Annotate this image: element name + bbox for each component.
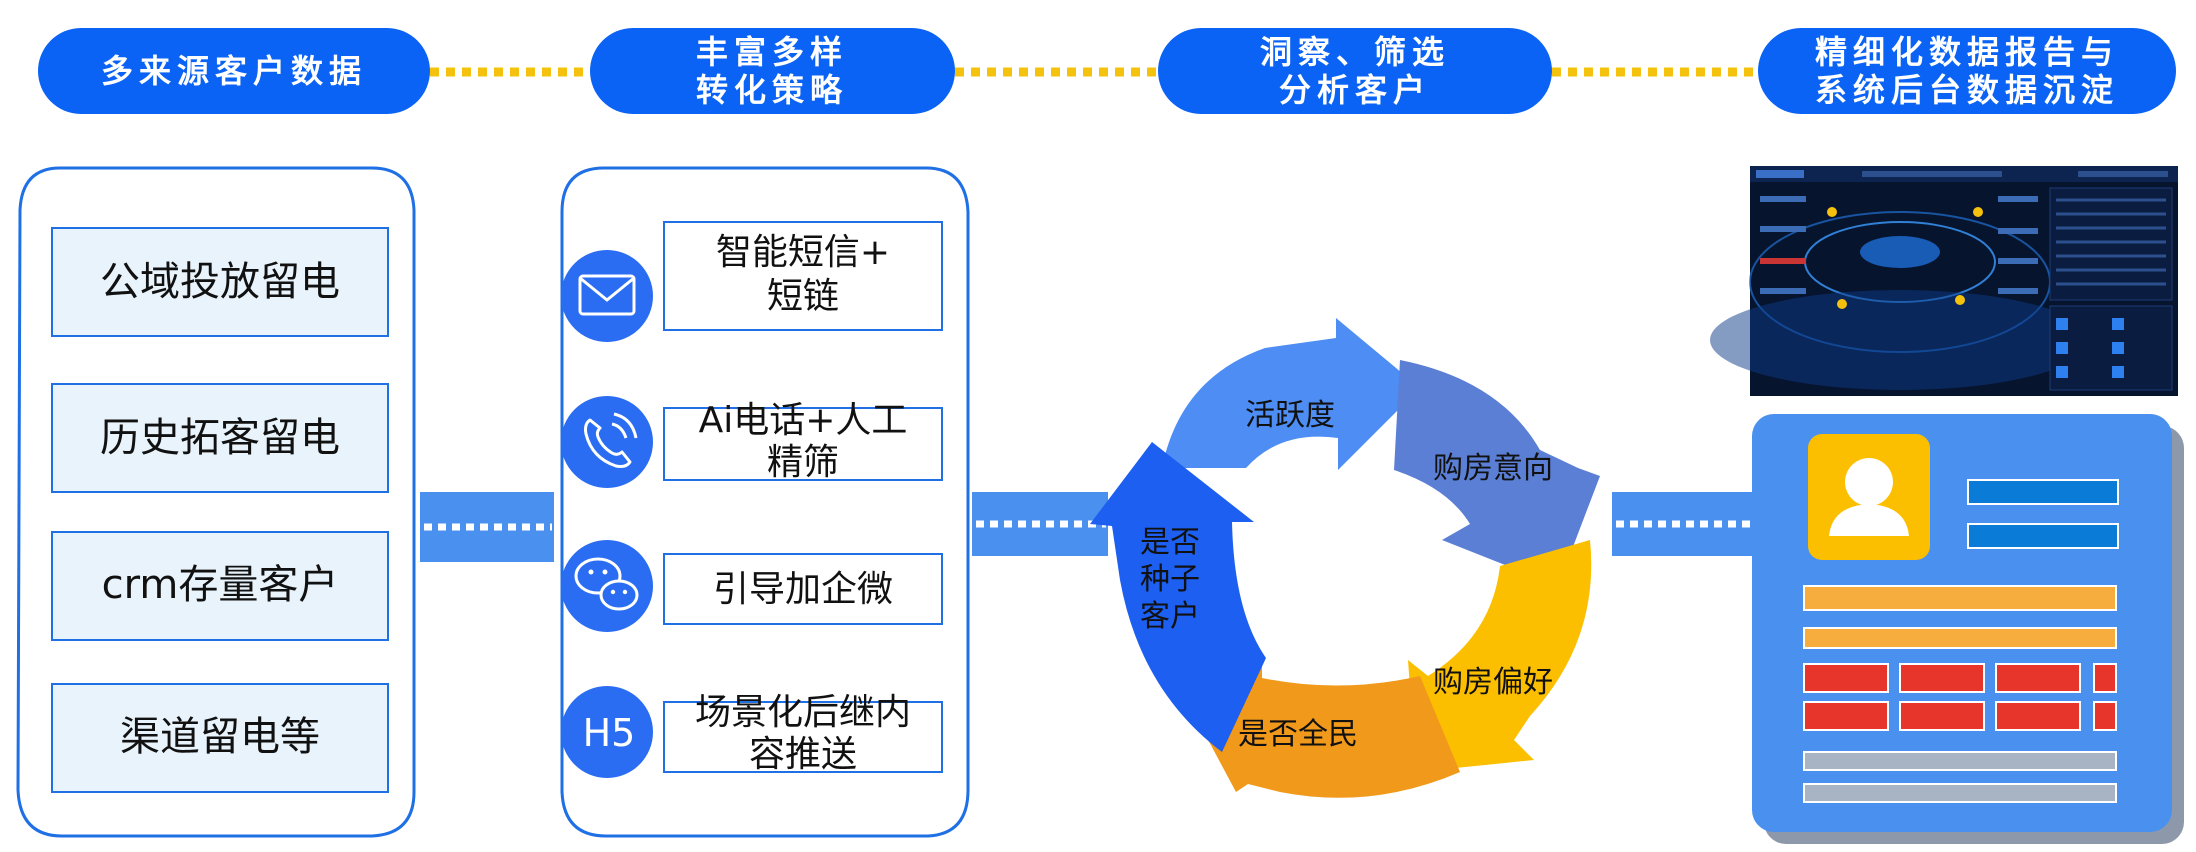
svg-text:活跃度: 活跃度 [1245, 398, 1335, 433]
svg-text:是否: 是否 [1140, 525, 1200, 560]
cycle-arrow-3 [1408, 540, 1592, 772]
strategy-icon-circle-2 [561, 396, 653, 488]
source-item-3-label: crm存量客户 [102, 562, 339, 608]
cycle-label-2: 购房意向 [1433, 451, 1553, 486]
source-item-2-label: 历史拓客留电 [100, 415, 340, 461]
wechat-icon [574, 557, 639, 611]
strategy-item-2: Ai电话+人工 精筛 [561, 396, 943, 488]
source-item-1: 公域投放留电 [51, 227, 389, 337]
header-step-3: 洞察、筛选 分析客户 [1158, 28, 1552, 114]
svg-text:智能短信+: 智能短信+ [716, 232, 890, 273]
cycle-label-4: 是否全民 [1238, 717, 1358, 752]
phone-icon [584, 412, 638, 468]
strategy-item-4: H5 场景化后继内 容推送 [561, 686, 943, 778]
flow-connector-2 [972, 492, 1108, 556]
svg-text:是否全民: 是否全民 [1238, 717, 1358, 752]
svg-text:种子: 种子 [1140, 562, 1200, 597]
strategy-item-3-line-1: 引导加企微 [713, 569, 893, 610]
h5-badge: H5 [583, 711, 636, 755]
strategy-item-4-line-2: 容推送 [749, 734, 857, 775]
svg-text:短链: 短链 [767, 276, 839, 317]
source-item-1-label: 公域投放留电 [100, 259, 340, 305]
strategy-icon-circle-1 [561, 250, 653, 342]
header-step-1-line-1: 多来源客户数据 [101, 52, 367, 90]
cycle-arrow-2 [1394, 360, 1600, 586]
strategy-item-1: 智能短信+ 短链 [561, 221, 943, 342]
svg-text:渠道留电等: 渠道留电等 [120, 714, 320, 760]
cycle-label-5-line-1: 是否 [1140, 525, 1200, 560]
avatar [1808, 434, 1930, 560]
strategy-item-1-line-1: 智能短信+ [716, 232, 890, 273]
svg-text:分析客户: 分析客户 [1279, 71, 1431, 109]
source-item-3: crm存量客户 [51, 531, 389, 641]
strategy-item-2-line-1: Ai电话+人工 [699, 400, 908, 441]
cycle-arrow-1 [1162, 318, 1420, 470]
strategies-panel: 智能短信+ 短链 Ai电话+人工 精筛 [560, 166, 970, 838]
sources-panel: 公域投放留电 历史拓客留电 crm存量客户 渠道留电等 [16, 166, 416, 838]
flow-connector-1 [420, 492, 554, 562]
cycle-label-1: 活跃度 [1245, 398, 1335, 433]
svg-text:系统后台数据沉淀: 系统后台数据沉淀 [1815, 71, 2119, 109]
svg-text:转化策略: 转化策略 [696, 71, 848, 109]
header-step-4: 精细化数据报告与 系统后台数据沉淀 [1758, 28, 2176, 114]
svg-text:客户: 客户 [1140, 599, 1200, 634]
cycle-arrow-4 [1190, 652, 1460, 798]
source-item-4-label: 渠道留电等 [120, 714, 320, 760]
header-step-1: 多来源客户数据 [38, 28, 430, 114]
strategy-icon-circle-4 [561, 686, 653, 778]
svg-text:购房意向: 购房意向 [1433, 451, 1553, 486]
svg-text:多来源客户数据: 多来源客户数据 [101, 52, 367, 90]
envelope-icon [578, 274, 636, 316]
header-step-2-line-2: 转化策略 [696, 71, 848, 109]
header-step-2: 丰富多样 转化策略 [590, 28, 955, 114]
cycle-label-5-line-3: 客户 [1140, 599, 1200, 634]
svg-text:crm存量客户: crm存量客户 [102, 562, 339, 608]
svg-text:精细化数据报告与: 精细化数据报告与 [1815, 33, 2119, 71]
header-step-2-line-1: 丰富多样 [696, 33, 848, 71]
dashboard-screenshot [1710, 166, 2178, 396]
header-row: 多来源客户数据 丰富多样 转化策略 洞察、筛选 分析客户 精细化数据报告与 [38, 28, 2176, 114]
svg-text:引导加企微: 引导加企微 [713, 569, 893, 610]
header-step-4-line-1: 精细化数据报告与 [1815, 33, 2119, 71]
header-step-3-line-2: 分析客户 [1279, 71, 1431, 109]
report-card [1752, 414, 2184, 844]
svg-text:Ai电话+人工: Ai电话+人工 [699, 400, 908, 441]
svg-text:洞察、筛选: 洞察、筛选 [1260, 33, 1450, 71]
strategy-item-1-line-2: 短链 [767, 276, 839, 317]
svg-text:容推送: 容推送 [749, 734, 857, 775]
cycle-label-5-line-2: 种子 [1140, 562, 1200, 597]
strategy-item-3: 引导加企微 [561, 540, 943, 632]
svg-text:场景化后继内: 场景化后继内 [695, 692, 911, 733]
svg-text:丰富多样: 丰富多样 [696, 33, 848, 71]
header-step-3-line-1: 洞察、筛选 [1260, 33, 1450, 71]
cycle-diagram: 活跃度 购房意向 购房偏好 是否全民 是否 种子 客户 [1090, 318, 1600, 798]
source-item-2: 历史拓客留电 [51, 383, 389, 493]
strategy-item-2-line-2: 精筛 [767, 442, 839, 483]
svg-text:购房偏好: 购房偏好 [1433, 665, 1553, 700]
cycle-arrow-5 [1090, 442, 1266, 752]
strategy-item-4-line-1: 场景化后继内 [695, 692, 911, 733]
svg-text:历史拓客留电: 历史拓客留电 [100, 415, 340, 461]
header-step-4-line-2: 系统后台数据沉淀 [1815, 71, 2119, 109]
flow-connector-3 [1612, 492, 1752, 556]
cycle-label-3: 购房偏好 [1433, 665, 1553, 700]
source-item-4: 渠道留电等 [51, 683, 389, 793]
svg-text:精筛: 精筛 [767, 442, 839, 483]
svg-text:公域投放留电: 公域投放留电 [100, 259, 340, 305]
